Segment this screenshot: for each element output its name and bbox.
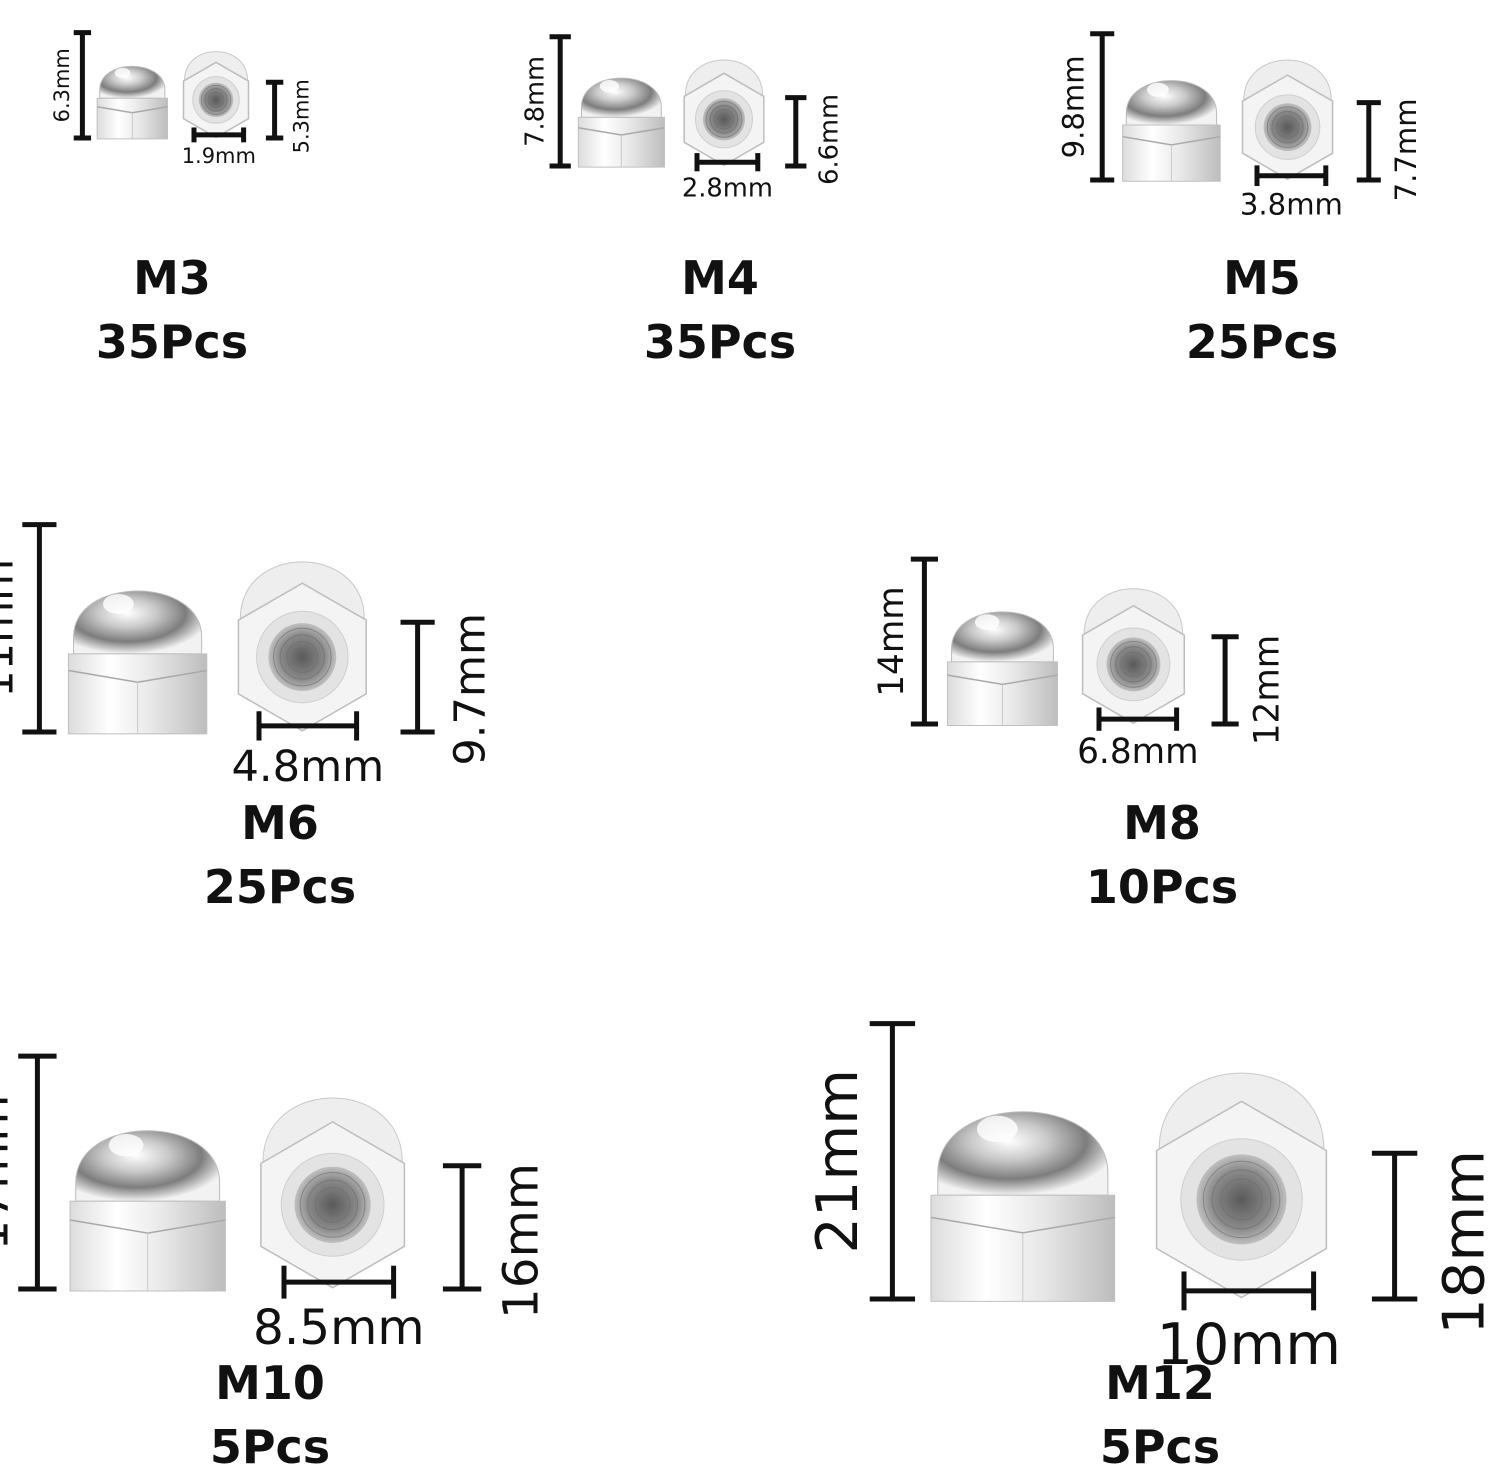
acorn-cap-nut-side-icon: [69, 1130, 226, 1292]
acorn-cap-nut-side-icon: [577, 77, 665, 168]
total-height-dimension: 21mm: [804, 1069, 871, 1254]
nut-size: M10: [215, 1356, 325, 1410]
total-height-dimension: 11mm: [0, 559, 24, 698]
total-height-dimension: 17mm: [0, 1094, 19, 1250]
nut-diagram: 21mm 10mm 18mm: [804, 1021, 1498, 1378]
acorn-cap-nut-end-icon: [1155, 1072, 1328, 1299]
thread-diameter-dimension: 2.8mm: [682, 173, 773, 203]
nut-diagram: 11mm 4.8mm 9.7mm: [0, 522, 496, 792]
nut-size: M6: [241, 796, 319, 850]
acorn-cap-nut-side-icon: [1122, 80, 1221, 182]
nut-diagram: 6.3mm 1.9mm 5.3mm: [50, 30, 314, 168]
acorn-cap-nut-end-icon: [1241, 59, 1334, 181]
thread-diameter-dimension: 10mm: [1157, 1311, 1342, 1378]
nut-diagram: 17mm 8.5mm 16mm: [0, 1053, 549, 1356]
hex-height-dimension: 12mm: [1247, 635, 1287, 746]
hex-height-dimension: 18mm: [1431, 1150, 1498, 1335]
nut-diagram: 14mm 6.8mm 12mm: [872, 556, 1287, 772]
nut-quantity: 35Pcs: [643, 315, 797, 369]
total-height-dimension: 14mm: [872, 586, 912, 697]
nut-size: M12: [1105, 1356, 1215, 1410]
nut-size: M8: [1123, 796, 1201, 850]
hex-height-dimension: 7.7mm: [1389, 98, 1423, 201]
acorn-cap-nut-side-icon: [67, 590, 208, 735]
nut-diagram: 9.8mm 3.8mm 7.7mm: [1056, 31, 1423, 221]
acorn-cap-nut-end-icon: [1081, 588, 1186, 724]
thread-diameter-dimension: 3.8mm: [1240, 187, 1343, 221]
nut-quantity: 35Pcs: [95, 315, 249, 369]
acorn-cap-nut-side-icon: [96, 65, 168, 140]
nut-size: M3: [133, 251, 211, 305]
acorn-cap-nut-end-icon: [182, 51, 250, 139]
hex-height-dimension: 6.6mm: [815, 94, 845, 185]
nut-quantity: 5Pcs: [209, 1420, 331, 1474]
nut-quantity: 25Pcs: [203, 860, 357, 914]
acorn-cap-nut-end-icon: [683, 59, 765, 167]
acorn-cap-nut-end-icon: [260, 1097, 406, 1289]
acorn-cap-nut-end-icon: [237, 561, 367, 732]
nut-size: M4: [681, 251, 759, 305]
total-height-dimension: 6.3mm: [50, 48, 74, 122]
acorn-cap-nut-side-icon: [930, 1111, 1116, 1302]
thread-diameter-dimension: 1.9mm: [182, 144, 256, 168]
total-height-dimension: 7.8mm: [520, 56, 550, 147]
hex-height-dimension: 9.7mm: [446, 613, 496, 766]
nut-size: M5: [1223, 251, 1301, 305]
thread-diameter-dimension: 4.8mm: [231, 742, 384, 792]
nut-quantity: 10Pcs: [1085, 860, 1239, 914]
total-height-dimension: 9.8mm: [1056, 55, 1090, 158]
acorn-cap-nut-side-icon: [946, 611, 1058, 726]
thread-diameter-dimension: 8.5mm: [253, 1300, 425, 1356]
nut-diagram: 7.8mm 2.8mm 6.6mm: [520, 34, 845, 203]
nut-quantity: 5Pcs: [1099, 1420, 1221, 1474]
nut-quantity: 25Pcs: [1185, 315, 1339, 369]
hex-height-dimension: 16mm: [493, 1163, 549, 1319]
thread-diameter-dimension: 6.8mm: [1077, 732, 1198, 772]
hex-height-dimension: 5.3mm: [290, 79, 314, 153]
